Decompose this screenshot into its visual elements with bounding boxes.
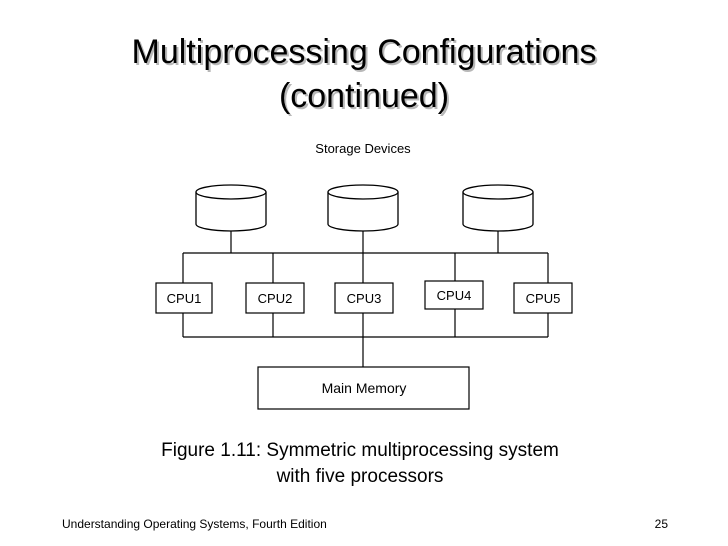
main-memory-label: Main Memory (322, 380, 407, 396)
cpu-box: CPU3 (334, 282, 394, 314)
caption-line-2: with five processors (276, 466, 444, 487)
title-line-1: Multiprocessing Configurations (131, 33, 597, 71)
cpu-label: CPU2 (258, 291, 293, 306)
storage-disk (462, 184, 534, 232)
cpu-label: CPU4 (437, 288, 472, 303)
title-line-2: (continued) (278, 77, 450, 115)
caption-line-1: Figure 1.11: Symmetric multiprocessing s… (161, 440, 559, 461)
cpu-box: CPU4 (424, 280, 484, 310)
bus-lines (182, 231, 549, 367)
cpu-label: CPU1 (167, 291, 202, 306)
slide-title: Multiprocessing Configurations (continue… (0, 30, 728, 118)
cpu-label: CPU3 (347, 291, 382, 306)
cpu-box: CPU2 (245, 282, 305, 314)
storage-disk (195, 184, 267, 232)
cpu-box: CPU5 (513, 282, 573, 314)
storage-disk (327, 184, 399, 232)
main-memory-box: Main Memory (257, 366, 470, 410)
footer-text: Understanding Operating Systems, Fourth … (62, 517, 327, 531)
page-number: 25 (654, 517, 668, 531)
storage-devices-label: Storage Devices (315, 141, 411, 156)
cpu-label: CPU5 (526, 291, 561, 306)
figure-caption: Figure 1.11: Symmetric multiprocessing s… (60, 438, 660, 490)
cpu-box: CPU1 (155, 282, 213, 314)
